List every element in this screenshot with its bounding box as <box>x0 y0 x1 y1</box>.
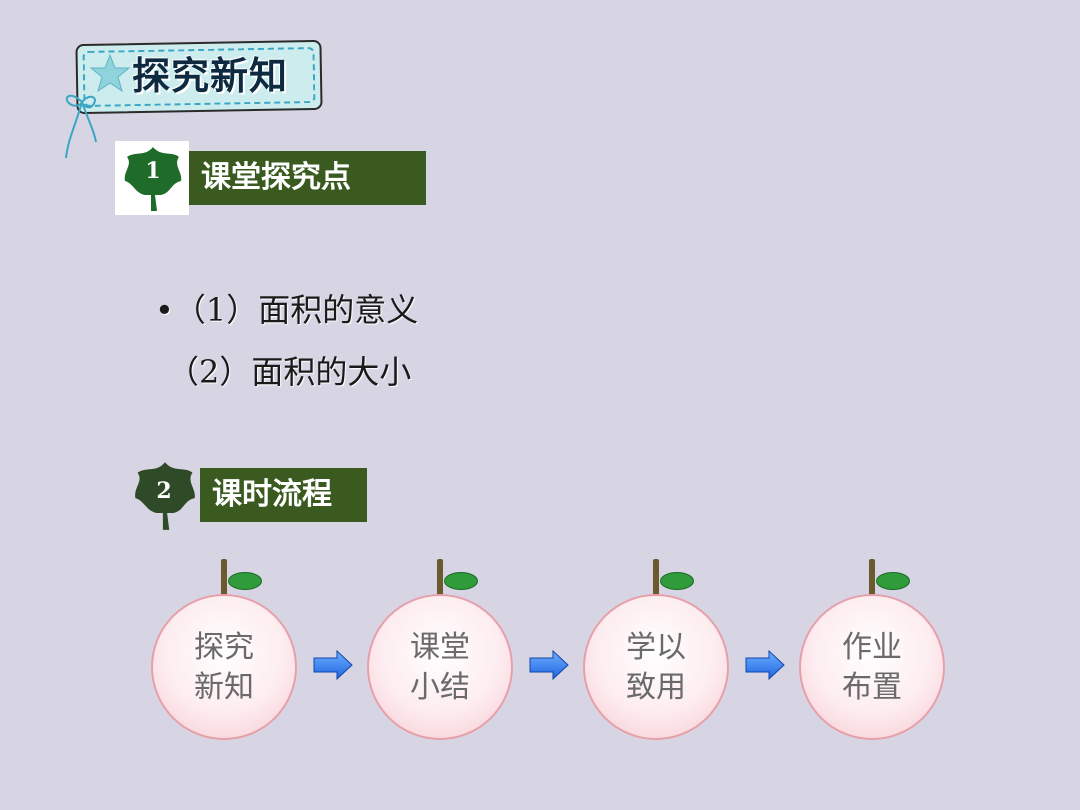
flow-step-3 <box>583 594 729 740</box>
point-text: （1）面积的意义 <box>173 291 419 329</box>
section-1-number: 1 <box>145 158 161 184</box>
flow-step-3-label: 学以 致用 <box>583 628 729 708</box>
leaf-icon <box>135 462 195 530</box>
flow-step-2-label: 课堂 小结 <box>367 628 513 708</box>
point-text: （2）面积的大小 <box>167 353 412 391</box>
leaf-icon <box>228 572 262 590</box>
section-1-label: 课堂探究点 <box>189 151 426 205</box>
fruit-stem <box>653 559 659 595</box>
arrow-right-icon <box>529 650 569 680</box>
fruit-stem <box>221 559 227 595</box>
flow-step-1-line1: 探究 <box>194 630 254 665</box>
flow-step-3-line2: 致用 <box>626 670 686 705</box>
flow-step-4-line2: 布置 <box>842 670 902 705</box>
ribbon-icon <box>65 94 97 159</box>
flow-step-3-line1: 学以 <box>626 630 686 665</box>
section-2-label: 课时流程 <box>200 468 367 522</box>
flow-step-4 <box>799 594 945 740</box>
leaf-icon <box>444 572 478 590</box>
page-title: 探究新知 <box>132 54 289 98</box>
bullet: • <box>155 291 174 329</box>
arrow-right-icon <box>313 650 353 680</box>
list-item: •（1）面积的意义 <box>155 285 418 331</box>
star-icon <box>89 53 131 93</box>
leaf-icon <box>124 147 182 211</box>
fruit-stem <box>437 559 443 595</box>
flow-step-1-line2: 新知 <box>194 670 254 705</box>
flow-step-4-line1: 作业 <box>842 630 902 665</box>
flow-step-1 <box>151 594 297 740</box>
flow-step-4-label: 作业 布置 <box>799 628 945 708</box>
leaf-icon <box>660 572 694 590</box>
fruit-stem <box>869 559 875 595</box>
flow-step-1-label: 探究 新知 <box>151 628 297 708</box>
flow-step-2-line1: 课堂 <box>410 630 470 665</box>
flow-step-2 <box>367 594 513 740</box>
flow-step-2-line2: 小结 <box>410 670 470 705</box>
leaf-icon <box>876 572 910 590</box>
section-2-number: 2 <box>156 478 172 504</box>
arrow-right-icon <box>745 650 785 680</box>
list-item: （2）面积的大小 <box>167 347 411 393</box>
